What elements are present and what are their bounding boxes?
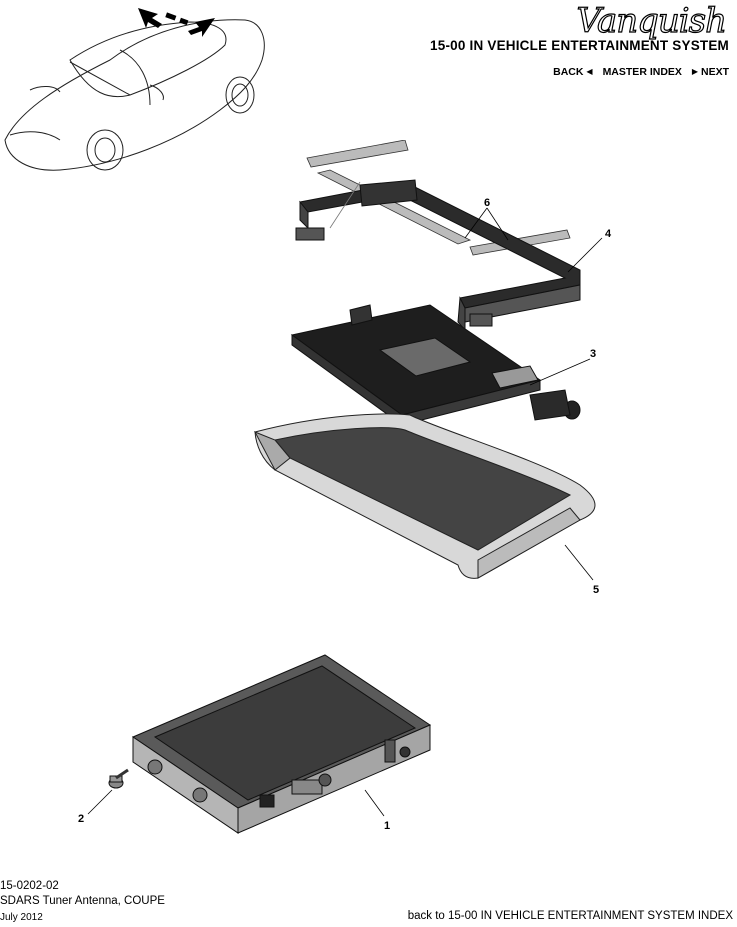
back-link[interactable]: BACK ◀	[553, 66, 593, 78]
callout-3: 3	[590, 348, 596, 360]
svg-text:Vanquish: Vanquish	[577, 1, 726, 40]
next-link[interactable]: ▶ NEXT	[691, 66, 729, 78]
location-arrows-icon	[138, 8, 215, 37]
master-index-link[interactable]: MASTER INDEX	[602, 66, 682, 78]
callout-2: 2	[78, 813, 84, 825]
section-title: 15-00 IN VEHICLE ENTERTAINMENT SYSTEM	[430, 38, 729, 53]
brand-logo: Vanquish	[576, 0, 728, 40]
car-location-illustration	[4, 8, 265, 171]
callout-4: 4	[605, 228, 612, 240]
right-triangle-icon: ▶	[691, 67, 699, 76]
callout-1: 1	[384, 820, 390, 832]
back-to-index-link[interactable]: back to 15-00 IN VEHICLE ENTERTAINMENT S…	[407, 910, 733, 922]
left-triangle-icon: ◀	[586, 67, 593, 76]
callout-6: 6	[484, 197, 490, 209]
callout-5: 5	[593, 584, 599, 596]
nav-bar: BACK ◀ MASTER INDEX ▶ NEXT	[553, 66, 729, 78]
document-title: SDARS Tuner Antenna, COUPE	[0, 895, 165, 907]
exploded-parts-diagram: 6 4 3 5 1 2	[78, 140, 612, 834]
document-code: 15-0202-02	[0, 880, 59, 892]
document-date: July 2012	[0, 912, 43, 923]
